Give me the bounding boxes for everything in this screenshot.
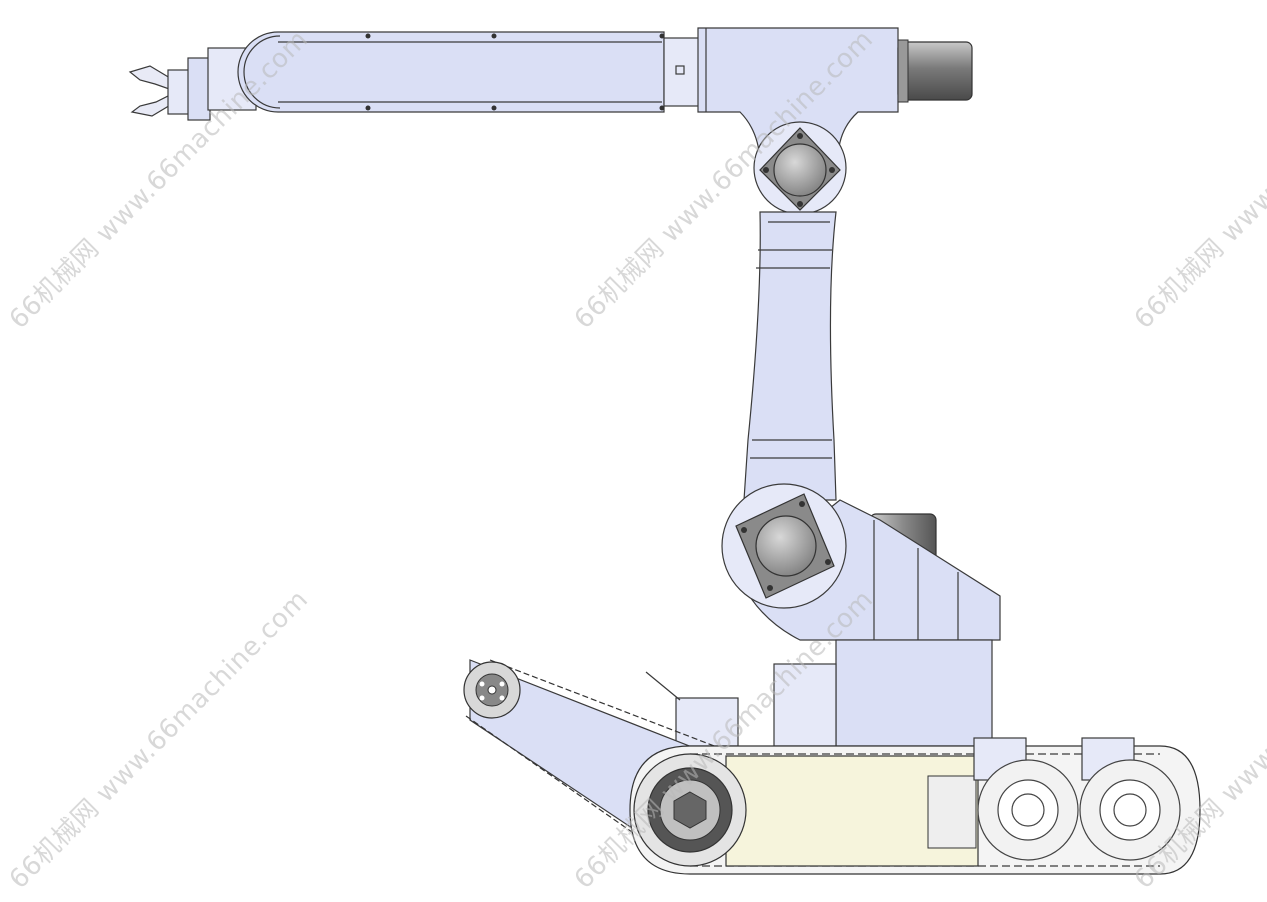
shoulder-housing (721, 483, 1001, 641)
forearm-link (237, 31, 701, 113)
base-column (645, 639, 993, 747)
watermark-text: 66机械网 www.66machine.com (1129, 24, 1267, 335)
watermark-text: 66机械网 www.66machine.com (4, 584, 315, 895)
wrist-housing (697, 27, 973, 215)
track-chassis (629, 737, 1201, 875)
upper-arm-link (743, 211, 837, 501)
